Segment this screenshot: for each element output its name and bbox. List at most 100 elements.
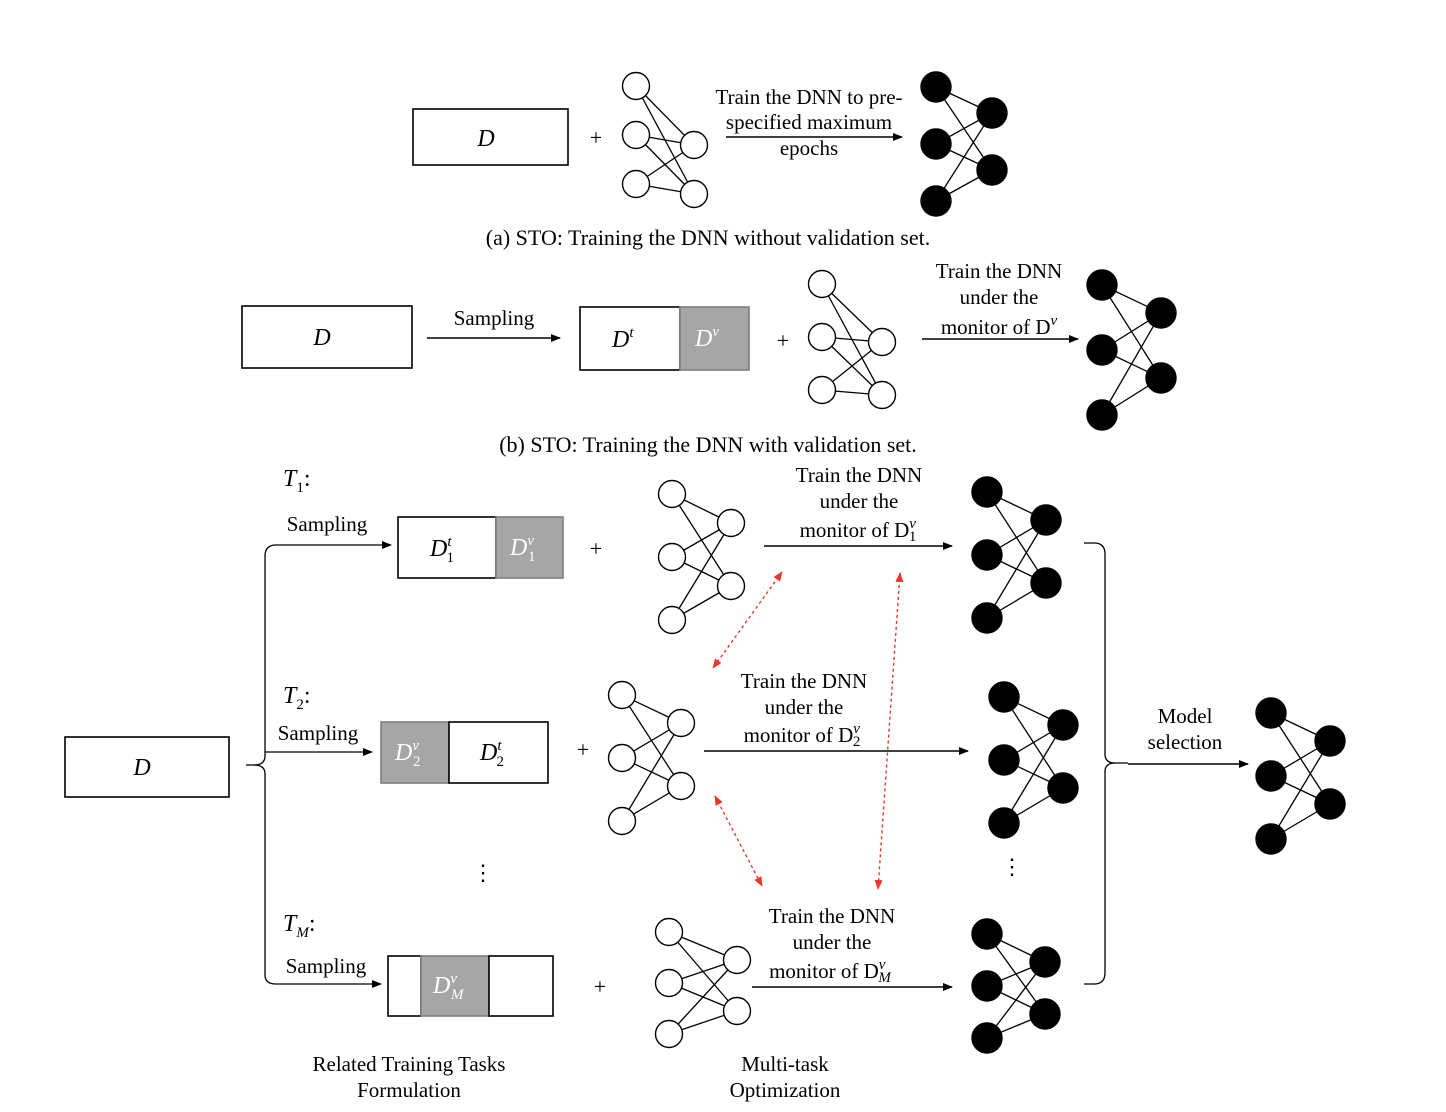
train-set-box-left	[387, 955, 422, 1017]
train-label-line3: epochs	[780, 136, 838, 160]
sampling-label: Sampling	[286, 954, 367, 978]
network-node	[1086, 269, 1118, 301]
network-node	[920, 71, 952, 103]
trained-network-icon	[920, 71, 1008, 217]
network-node	[679, 179, 709, 209]
train-label-line2: under the	[960, 285, 1039, 309]
model-selection-line1: Model	[1158, 704, 1213, 728]
network-node	[1314, 725, 1346, 757]
train-set-box	[448, 721, 549, 784]
network-node	[988, 744, 1020, 776]
trained-network-icon	[971, 918, 1061, 1054]
network-node	[807, 322, 837, 352]
network-node	[607, 743, 637, 773]
network-node	[654, 1019, 684, 1049]
plus-sign: +	[594, 974, 606, 999]
network-node	[607, 680, 637, 710]
network-node	[657, 605, 687, 635]
network-node	[976, 97, 1008, 129]
network-node	[1255, 760, 1287, 792]
network-node	[621, 120, 651, 150]
dataset-label: D	[476, 126, 494, 152]
link-t1-t2	[712, 571, 783, 669]
dataset-box	[64, 736, 230, 798]
vdots-data: ⋮	[472, 860, 494, 885]
network-node	[807, 269, 837, 299]
network-node	[920, 185, 952, 217]
train-label-line3: monitor of Dv	[941, 313, 1058, 339]
network-node	[971, 970, 1003, 1002]
link-t1-tm	[874, 572, 904, 890]
vdots-models: ⋮	[1001, 854, 1023, 879]
untrained-network-icon	[807, 269, 897, 410]
network-node	[657, 479, 687, 509]
train-label-line1: Train the DNN	[936, 259, 1062, 283]
network-edge	[986, 961, 1046, 1039]
selected-network-icon	[1255, 697, 1346, 855]
network-edge	[621, 722, 682, 822]
network-node	[1145, 297, 1177, 329]
panel-a: D + Train the DNN to pre- specified maxi…	[412, 71, 1008, 250]
validation-set-box	[420, 955, 490, 1017]
network-node	[971, 918, 1003, 950]
plus-sign: +	[577, 737, 589, 762]
network-node	[654, 968, 684, 998]
network-node	[666, 771, 696, 801]
trained-network-icon	[988, 681, 1079, 839]
network-edge	[935, 112, 993, 202]
train-label-line2: specified maximum	[726, 110, 892, 134]
dataset-label: D	[132, 755, 150, 781]
merge-brace-top	[1084, 542, 1128, 764]
sampling-label: Sampling	[278, 721, 359, 745]
network-node	[1255, 697, 1287, 729]
network-edge	[986, 519, 1047, 619]
plus-sign: +	[777, 328, 789, 353]
network-node	[920, 128, 952, 160]
model-selection-line2: selection	[1148, 730, 1223, 754]
train-label-line1: Train the DNN	[796, 463, 922, 487]
validation-set-label: Dv	[694, 324, 719, 352]
train-label-line2: under the	[820, 489, 899, 513]
network-edge	[671, 522, 732, 621]
network-node	[971, 602, 1003, 634]
network-node	[654, 917, 684, 947]
trained-network-icon	[1086, 269, 1177, 431]
train-set-box	[579, 306, 681, 371]
network-node	[988, 681, 1020, 713]
network-node	[607, 806, 637, 836]
link-t2-tm	[714, 795, 763, 887]
split-brace-top	[246, 544, 286, 766]
network-node	[657, 542, 687, 572]
dataset-box	[241, 305, 413, 369]
network-node	[621, 71, 651, 101]
network-node	[807, 375, 837, 405]
network-node	[679, 130, 709, 160]
task-label: T1:	[283, 466, 311, 496]
network-edge	[1101, 312, 1162, 416]
untrained-network-icon	[654, 917, 752, 1049]
network-node	[1047, 709, 1079, 741]
footer-right-line1: Multi-task	[741, 1052, 829, 1076]
caption-b: (b) STO: Training the DNN with validatio…	[499, 432, 917, 457]
train-label-line1: Train the DNN	[741, 669, 867, 693]
network-node	[1030, 504, 1062, 536]
untrained-network-icon	[607, 680, 696, 836]
validation-set-box	[380, 721, 450, 784]
network-node	[971, 476, 1003, 508]
network-node	[1145, 362, 1177, 394]
task-label: TM:	[283, 911, 316, 941]
network-node	[867, 327, 897, 357]
network-node	[1086, 399, 1118, 431]
network-node	[1029, 998, 1061, 1030]
sampling-label: Sampling	[287, 512, 368, 536]
train-set-label: Dt	[611, 325, 634, 353]
